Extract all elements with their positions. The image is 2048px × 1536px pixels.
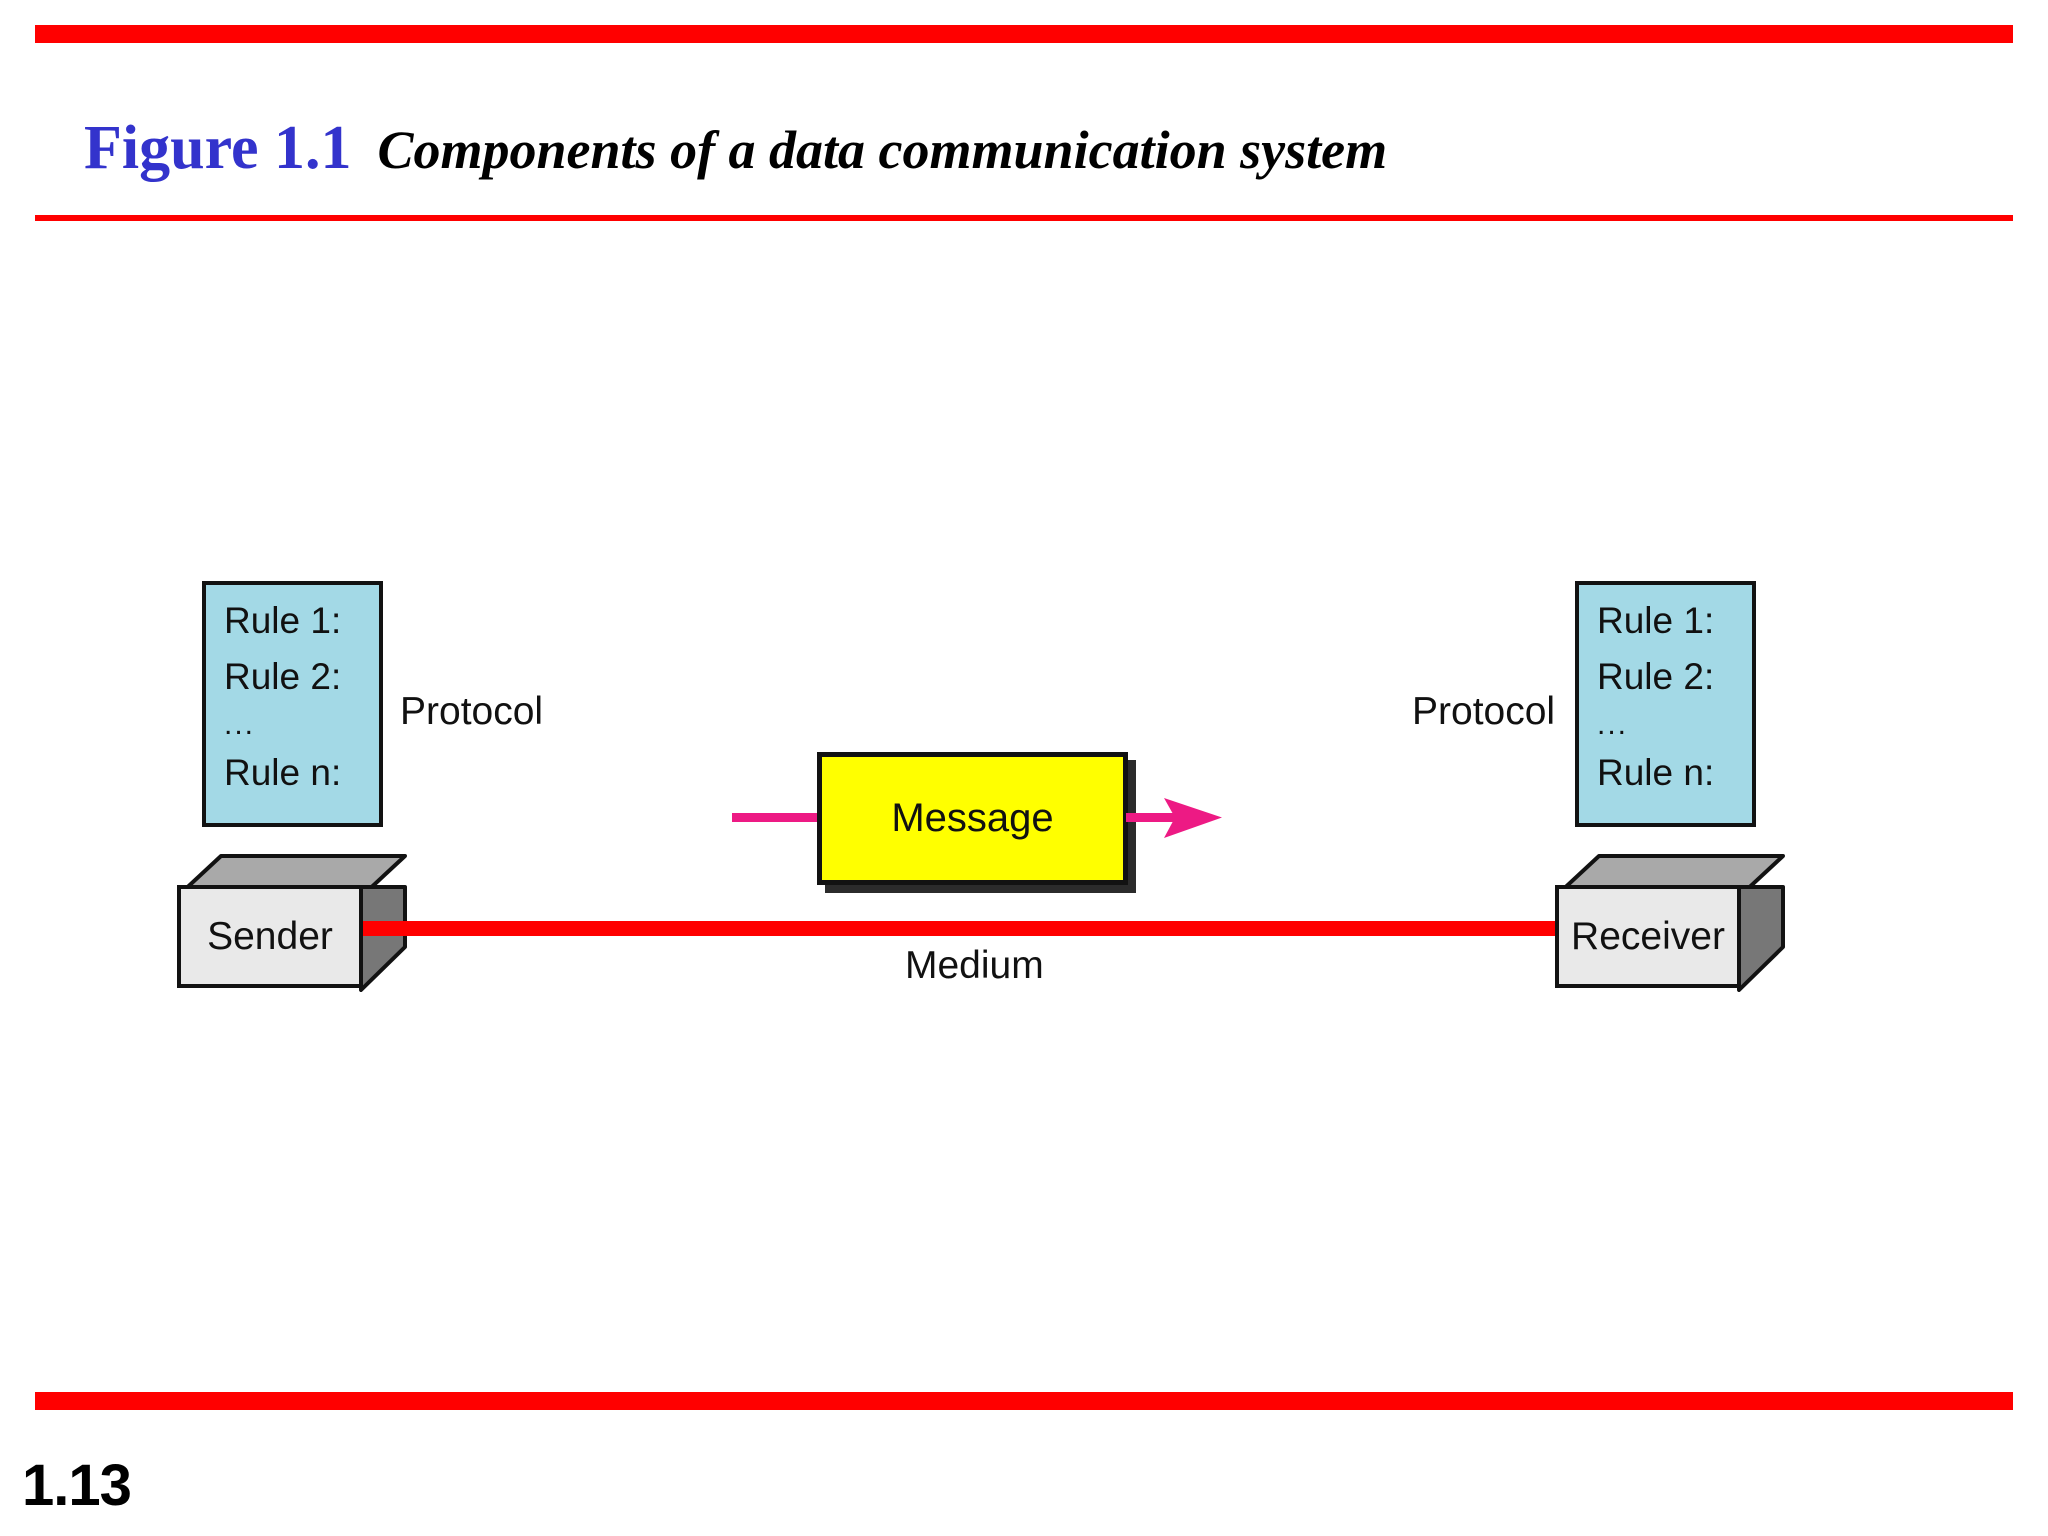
receiver-device-side-face (1737, 885, 1785, 992)
rule-line: Rule 1: (224, 600, 342, 641)
message-box: Message (817, 752, 1128, 885)
receiver-device-front-face: Receiver (1555, 885, 1741, 988)
message-label: Message (891, 796, 1054, 840)
rule-line-ellipsis: ... (224, 708, 256, 741)
sender-protocol-rules-box: Rule 1: Rule 2: ... Rule n: (202, 581, 383, 827)
sender-device-side-face (359, 885, 407, 992)
footer-rule-bottom (35, 1392, 2013, 1410)
page-number: 1.13 (22, 1453, 132, 1518)
receiver-protocol-rules-box: Rule 1: Rule 2: ... Rule n: (1575, 581, 1756, 827)
sender-device: Sender (177, 853, 407, 992)
sender-label: Sender (207, 914, 333, 958)
message-flow-arrow-tail (732, 813, 820, 822)
medium-label: Medium (905, 944, 1044, 987)
rule-line: Rule 2: (224, 656, 342, 697)
rule-line-ellipsis: ... (1597, 708, 1629, 741)
receiver-device: Receiver (1555, 853, 1785, 992)
rule-line: Rule 2: (1597, 656, 1715, 697)
sender-protocol-label: Protocol (400, 690, 544, 733)
header-rule-top (35, 25, 2013, 43)
page-title: Figure 1.1 Components of a data communica… (84, 108, 1387, 188)
rule-line: Rule 1: (1597, 600, 1715, 641)
rule-line: Rule n: (224, 752, 342, 793)
figure-caption: Components of a data communication syste… (377, 120, 1388, 180)
header-rule-under-title (35, 215, 2013, 221)
rule-line: Rule n: (1597, 752, 1715, 793)
sender-device-front-face: Sender (177, 885, 363, 988)
message-flow-arrow-head (1126, 792, 1226, 844)
receiver-label: Receiver (1571, 914, 1725, 958)
figure-label: Figure 1.1 (84, 114, 352, 182)
medium-line (363, 921, 1559, 936)
receiver-protocol-label: Protocol (1412, 690, 1556, 733)
